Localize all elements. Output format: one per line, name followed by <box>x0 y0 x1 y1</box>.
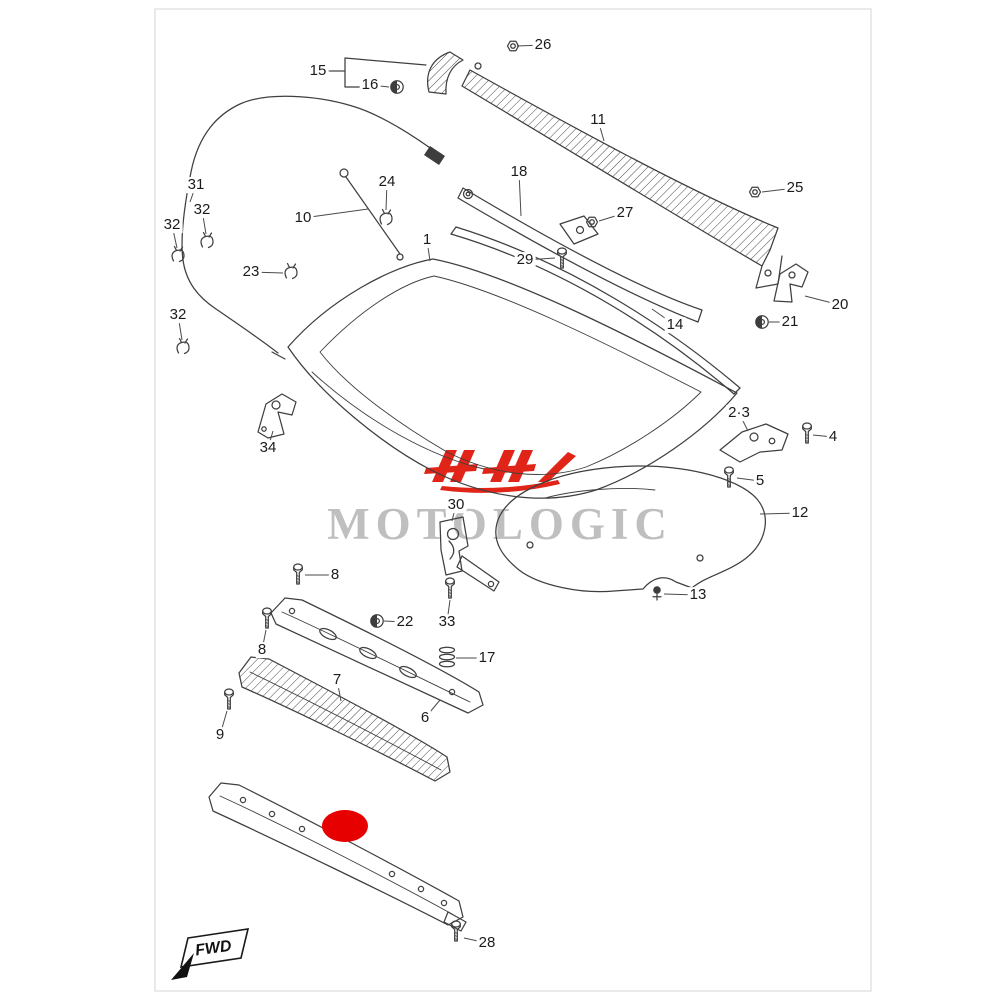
part-11-cowl-top-garnish <box>461 62 783 289</box>
part-34-hood-hinge-left <box>257 393 297 439</box>
fwd-marker: FWD <box>171 928 250 980</box>
part-callout-11[interactable]: 11 <box>588 111 608 129</box>
clip-24-icon <box>379 208 393 226</box>
part-callout-8[interactable]: 8 <box>328 566 342 584</box>
part-callout-13[interactable]: 13 <box>687 586 709 604</box>
front-sealing-panel <box>208 782 467 932</box>
bolt-4-icon <box>802 422 812 444</box>
part-callout-30[interactable]: 30 <box>445 496 467 514</box>
part-callout-8[interactable]: 8 <box>255 641 269 659</box>
part-callout-22[interactable]: 22 <box>394 613 416 631</box>
part-callout-17[interactable]: 17 <box>476 649 498 667</box>
page-frame <box>154 8 872 992</box>
part-callout-14[interactable]: 14 <box>664 316 686 334</box>
grommet-21-icon <box>755 315 769 329</box>
fwd-arrow-icon <box>171 953 194 980</box>
part-30-hood-lock <box>439 516 500 592</box>
bolt-8-icon <box>293 563 303 585</box>
grommet-16-icon <box>390 80 404 94</box>
bolt-9-icon <box>224 688 234 710</box>
part-callout-34[interactable]: 34 <box>257 439 279 457</box>
part-callout-28[interactable]: 28 <box>476 934 498 952</box>
part-6-radiator-upper-panel <box>270 597 484 714</box>
bolt-5-icon <box>724 466 734 488</box>
part-callout-12[interactable]: 12 <box>789 504 811 522</box>
part-1-hood-panel <box>287 258 738 499</box>
nut-26-icon <box>506 40 520 52</box>
clip-32-icon <box>200 231 214 249</box>
part-callout-32[interactable]: 32 <box>191 201 213 219</box>
part-callout-21[interactable]: 21 <box>779 313 801 331</box>
part-callout-7[interactable]: 7 <box>330 671 344 689</box>
part-10-hood-stay-rod <box>339 168 404 261</box>
fwd-box <box>179 928 250 968</box>
part-callout-26[interactable]: 26 <box>532 36 554 54</box>
part-callout-16[interactable]: 16 <box>359 76 381 94</box>
part-18-cowl-panel <box>457 187 703 323</box>
part-12-hood-insulator <box>495 465 766 593</box>
part-callout-32[interactable]: 32 <box>167 306 189 324</box>
part-callout-33[interactable]: 33 <box>436 613 458 631</box>
clip-13-icon <box>652 585 662 601</box>
part-7-front-upper-panel <box>238 656 451 782</box>
bolt-8-icon <box>262 607 272 629</box>
bolt-33-icon <box>445 577 455 599</box>
grommet-22-icon <box>370 614 384 628</box>
part-callout-31[interactable]: 31 <box>185 176 207 194</box>
fastener-icons <box>171 40 812 942</box>
part-callout-18[interactable]: 18 <box>508 163 530 181</box>
part-callout-29[interactable]: 29 <box>514 251 536 269</box>
part-31-release-cable <box>181 95 445 360</box>
part-callout-4[interactable]: 4 <box>826 428 840 446</box>
part-callout-9[interactable]: 9 <box>213 726 227 744</box>
part-callout-27[interactable]: 27 <box>614 204 636 222</box>
part-callout-5[interactable]: 5 <box>753 472 767 490</box>
part-20-bracket <box>773 263 809 303</box>
part-callout-32[interactable]: 32 <box>161 216 183 234</box>
part-callout-10[interactable]: 10 <box>292 209 314 227</box>
bolt-28-icon <box>451 920 461 942</box>
part-callout-6[interactable]: 6 <box>418 709 432 727</box>
part-callout-24[interactable]: 24 <box>376 173 398 191</box>
part-callout-23[interactable]: 23 <box>240 263 262 281</box>
nut-25-icon <box>748 186 762 198</box>
fwd-text: FWD <box>194 938 233 960</box>
clip-23-icon <box>284 262 298 280</box>
part-callout-2·3[interactable]: 2·3 <box>726 404 752 422</box>
part-callout-25[interactable]: 25 <box>784 179 806 197</box>
part-2-3-hood-hinge-right <box>719 423 789 463</box>
part-callout-1[interactable]: 1 <box>420 231 434 249</box>
part-callout-20[interactable]: 20 <box>829 296 851 314</box>
leader-lines <box>171 44 841 944</box>
part-17-spring <box>438 646 456 668</box>
part-14-hood-rear-seal <box>450 226 741 395</box>
diagram-linework <box>171 40 812 942</box>
part-callout-15[interactable]: 15 <box>307 62 329 80</box>
selected-part-highlight[interactable] <box>322 810 368 842</box>
clip-32-icon <box>176 337 190 355</box>
